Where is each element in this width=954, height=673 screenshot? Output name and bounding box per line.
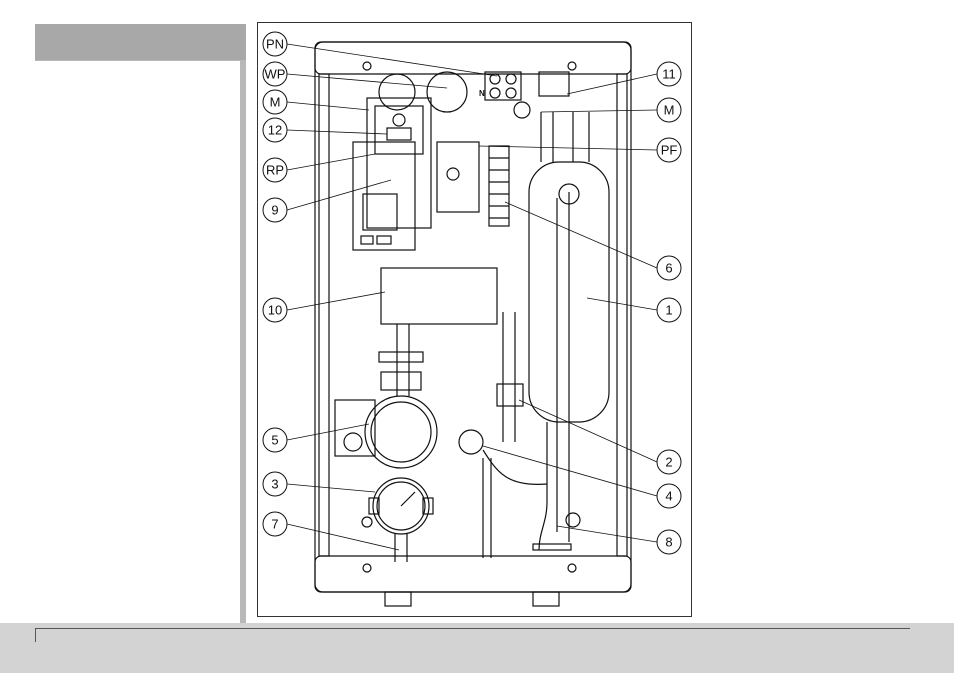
callout-label: 11 xyxy=(662,67,676,82)
callout-label: M xyxy=(664,103,675,118)
callout-label: 10 xyxy=(268,303,282,318)
callout-label: 8 xyxy=(665,535,672,550)
footer-line xyxy=(35,628,910,629)
left-rule-vertical xyxy=(240,60,246,625)
callout-label: 9 xyxy=(271,203,278,218)
leader-line xyxy=(541,110,657,112)
leader-line xyxy=(287,484,375,492)
callout-label: PF xyxy=(661,143,678,158)
leader-line xyxy=(287,44,497,76)
bottom-cap xyxy=(315,556,631,592)
callout-label: 1 xyxy=(665,303,672,318)
housing xyxy=(315,42,631,592)
left-header-band xyxy=(35,24,246,60)
footer-tick xyxy=(35,628,36,642)
relay-board xyxy=(353,142,415,250)
left-rail xyxy=(319,74,329,556)
callout-label: RP xyxy=(266,163,284,178)
callout-label: 7 xyxy=(271,517,278,532)
callout-label: M xyxy=(270,95,281,110)
module-10 xyxy=(381,268,497,324)
leader-line xyxy=(287,74,447,88)
leader-line xyxy=(479,146,657,150)
terminal-label-n: N xyxy=(479,89,485,98)
leader-line xyxy=(519,400,657,462)
leader-line xyxy=(287,180,391,210)
callout-label: 2 xyxy=(665,455,672,470)
leader-line xyxy=(287,102,369,110)
callout-label: 5 xyxy=(271,433,278,448)
callout-label: 3 xyxy=(271,477,278,492)
callout-label: 4 xyxy=(665,489,672,504)
footer-band xyxy=(0,623,954,673)
callout-label: 12 xyxy=(268,123,282,138)
leader-line xyxy=(287,130,387,134)
top-cap xyxy=(315,42,631,74)
leader-line xyxy=(587,298,657,310)
left-rule-horizontal xyxy=(35,60,240,61)
control-module xyxy=(367,98,431,228)
leader-line xyxy=(567,74,657,94)
leader-line xyxy=(287,292,385,310)
callout-label: 6 xyxy=(665,261,672,276)
leader-line xyxy=(287,424,369,440)
leader-line xyxy=(287,154,375,170)
right-rail xyxy=(617,74,627,556)
callout-label: PN xyxy=(266,37,284,52)
leader-line xyxy=(557,526,657,542)
leader-line xyxy=(505,202,657,268)
callout-label: WP xyxy=(265,67,286,82)
leader-line xyxy=(287,524,399,550)
right-callouts: 11M PF 6 1 2 4 8 xyxy=(479,62,681,554)
